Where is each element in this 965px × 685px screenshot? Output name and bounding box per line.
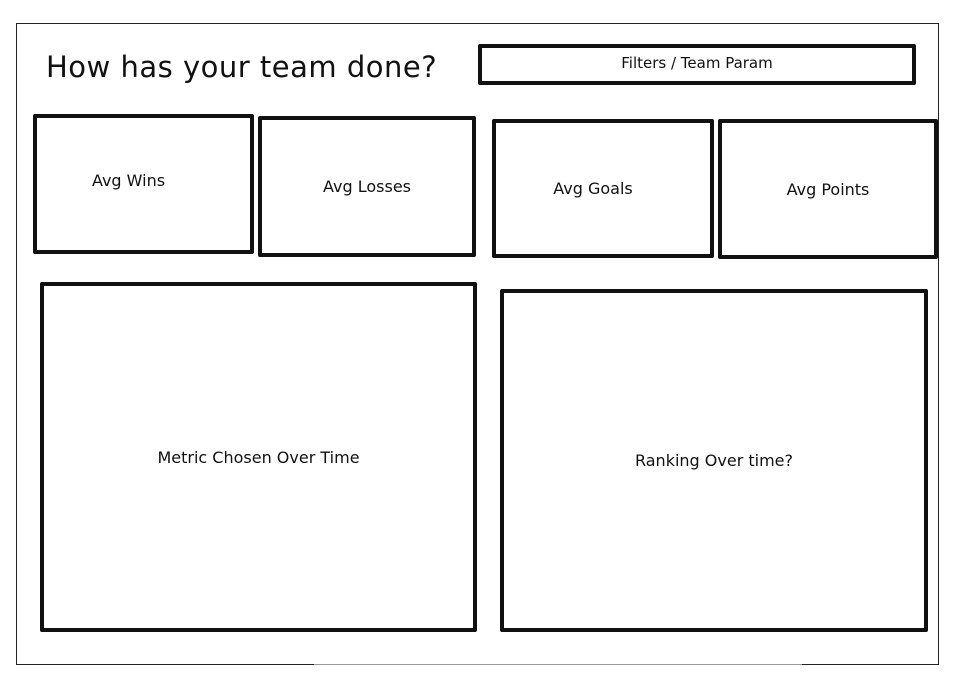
ranking-over-time-chart: Ranking Over time? [500, 289, 928, 632]
kpi-label: Avg Losses [323, 177, 411, 196]
kpi-label: Avg Points [786, 179, 870, 199]
kpi-label: Avg Goals [553, 179, 633, 198]
kpi-label: Avg Wins [91, 170, 166, 190]
kpi-avg-losses: Avg Losses [258, 116, 476, 257]
filters-label: Filters / Team Param [621, 54, 773, 72]
bottom-divider [314, 664, 802, 665]
chart-placeholder-label: Metric Chosen Over Time [157, 447, 360, 467]
kpi-avg-points: Avg Points [718, 119, 938, 259]
chart-placeholder-label: Ranking Over time? [634, 451, 793, 470]
kpi-avg-wins: Avg Wins [33, 114, 254, 254]
dashboard-title: How has your team done? [46, 50, 438, 84]
kpi-avg-goals: Avg Goals [492, 119, 714, 258]
filters-team-param[interactable]: Filters / Team Param [478, 44, 916, 85]
metric-over-time-chart: Metric Chosen Over Time [40, 282, 477, 632]
